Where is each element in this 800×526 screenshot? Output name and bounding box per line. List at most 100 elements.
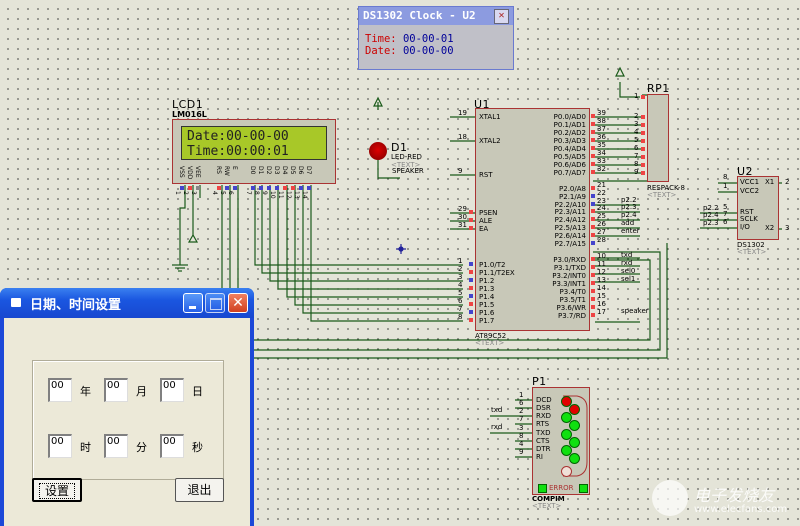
u1-pin-number: 23	[597, 197, 606, 205]
p1-pin-name: RI	[536, 453, 543, 461]
u1-pin-name: XTAL2	[479, 137, 501, 145]
p1-pin-number: 2	[519, 407, 524, 415]
ds1302-clock-popup[interactable]: DS1302 Clock - U2 ✕ Time: 00-00-01 Date:…	[358, 6, 514, 70]
lcd-pin-number: 1	[174, 191, 181, 195]
rp1-pin-number: 1	[634, 92, 639, 100]
u1-pin-number: 25	[597, 212, 606, 220]
window-title: 日期、时间设置	[30, 298, 122, 313]
pin-marker	[233, 186, 237, 190]
u1-pin-number: 32	[597, 165, 606, 173]
rp1-chip[interactable]	[647, 94, 669, 182]
pin-marker	[591, 273, 595, 277]
u1-pin-name: PSEN	[479, 209, 498, 217]
datetime-unit-label: 日	[192, 385, 203, 398]
status-led-icon	[561, 396, 572, 407]
u2-pin-number: 6	[723, 218, 728, 226]
datetime-group	[32, 360, 224, 480]
led-icon[interactable]	[369, 142, 387, 160]
pin-marker	[591, 297, 595, 301]
pin-marker	[591, 114, 595, 118]
u1-pin-name: P1.4	[479, 293, 495, 301]
maximize-button[interactable]	[205, 293, 225, 313]
rp1-text-tag: <TEXT>	[647, 191, 677, 199]
wire-lcd-d4	[286, 185, 463, 298]
rp1-pin-number: 7	[634, 152, 639, 160]
date-label: Date:	[365, 45, 397, 57]
wire-lcd-d6	[302, 185, 463, 314]
pin-marker	[591, 241, 595, 245]
maximize-icon	[210, 298, 222, 310]
pin-marker	[641, 163, 645, 167]
rp1-pin-number: 8	[634, 160, 639, 168]
pin-marker	[469, 210, 473, 214]
popup-titlebar[interactable]: DS1302 Clock - U2 ✕	[359, 7, 513, 25]
lcd-pin-number: 6	[227, 191, 234, 195]
p1-part: COMPIM	[532, 495, 565, 503]
p1-pin-name: CTS	[536, 437, 550, 445]
u1-pin-number: 1	[458, 257, 463, 265]
close-icon[interactable]: ✕	[494, 9, 509, 24]
status-led-icon	[569, 453, 580, 464]
wire-lcd-rw	[229, 185, 668, 359]
datetime-input[interactable]: 00	[104, 378, 128, 402]
datetime-input[interactable]: 00	[48, 378, 72, 402]
u1-pin-number: 39	[597, 109, 606, 117]
datetime-input[interactable]: 00	[104, 434, 128, 458]
u1-pin-number: 2	[458, 265, 463, 273]
u1-pin-number: 14	[597, 284, 606, 292]
led-text-tag: <TEXT>	[391, 161, 421, 169]
wire-lcd-d0	[254, 185, 463, 266]
u1-pin-number: 27	[597, 228, 606, 236]
pin-marker	[591, 194, 595, 198]
u1-pin-name: P3.2/INT0	[552, 272, 586, 280]
close-icon: ✕	[232, 295, 244, 311]
lcd-pin-number: 2	[182, 191, 189, 195]
datetime-input[interactable]: 00	[48, 434, 72, 458]
u1-pin-name: P3.4/T0	[559, 288, 586, 296]
pin-marker	[591, 170, 595, 174]
exit-button[interactable]: 退出	[175, 478, 224, 502]
close-button[interactable]: ✕	[228, 293, 248, 313]
pin-marker	[469, 226, 473, 230]
u1-pin-name: P2.4/A12	[554, 216, 586, 224]
datetime-input[interactable]: 00	[160, 434, 184, 458]
u1-pin-number: 33	[597, 157, 606, 165]
lcd-pin-name: D6	[297, 166, 304, 175]
u1-pin-name: P2.3/A11	[554, 208, 586, 216]
u1-pin-name: P0.4/AD4	[553, 145, 586, 153]
net-label: sel1	[621, 275, 636, 283]
rp1-pin-number: 3	[634, 120, 639, 128]
datetime-input[interactable]: 00	[160, 378, 184, 402]
watermark-logo-icon	[652, 480, 688, 516]
minimize-icon	[189, 306, 196, 309]
rp1-pin-number: 9	[634, 168, 639, 176]
status-square-icon	[579, 484, 588, 493]
minimize-button[interactable]	[183, 293, 203, 313]
origin-marker-icon	[396, 244, 406, 254]
set-button-label: 设置	[38, 483, 75, 499]
lcd-pin-number: 8	[253, 191, 260, 195]
led-net-label: SPEAKER	[392, 167, 424, 175]
u2-chip[interactable]	[737, 176, 779, 240]
u1-pin-number: 18	[458, 133, 467, 141]
net-label: speaker	[621, 307, 649, 315]
net-label: p2.2	[703, 204, 719, 212]
time-label: Time:	[365, 33, 397, 45]
set-button[interactable]: 设置	[32, 478, 82, 502]
u1-pin-name: P2.7/A15	[554, 240, 586, 248]
status-led-icon	[561, 429, 572, 440]
datetime-unit-label: 时	[80, 441, 91, 454]
rp1-part: RESPACK-8	[647, 184, 685, 192]
u1-pin-name: P1.5	[479, 301, 495, 309]
pin-marker	[469, 262, 473, 266]
window-titlebar[interactable]: 日期、时间设置 ✕	[0, 288, 254, 318]
pin-marker	[641, 95, 645, 99]
net-label: enter	[621, 227, 640, 235]
net-label: p2.2	[621, 196, 637, 204]
